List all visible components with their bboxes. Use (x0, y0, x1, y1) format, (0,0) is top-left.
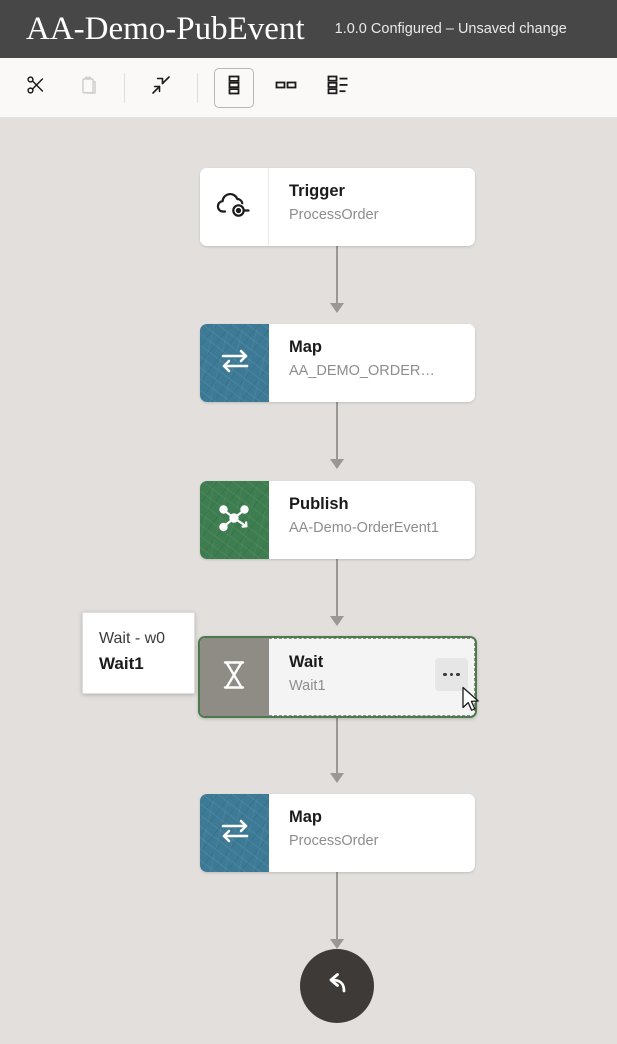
node-icon-panel (200, 168, 269, 246)
node-tooltip: Wait - w0 Wait1 (82, 612, 195, 694)
list-detail-icon (326, 74, 350, 101)
node-icon-panel (200, 324, 269, 402)
vertical-stack-icon (224, 74, 244, 101)
node-body: Map ProcessOrder (269, 794, 475, 872)
node-body: Wait Wait1 (269, 638, 475, 716)
flow-canvas[interactable]: Trigger ProcessOrder Map AA_DEMO_ORDER… (0, 118, 617, 1044)
connector-arrowhead (330, 303, 344, 313)
map-swap-icon (215, 814, 255, 853)
node-subtitle: AA_DEMO_ORDER… (289, 363, 435, 379)
node-title: Map (289, 808, 322, 826)
node-title: Map (289, 338, 322, 356)
node-subtitle: ProcessOrder (289, 207, 379, 223)
node-wait[interactable]: Wait Wait1 (198, 636, 477, 718)
node-body: Publish AA-Demo-OrderEvent1 (269, 481, 475, 559)
connector-map2-end (336, 871, 338, 939)
paste-button[interactable] (68, 68, 108, 108)
detail-layout-button[interactable] (318, 68, 358, 108)
connector-arrowhead (330, 773, 344, 783)
page-title: AA-Demo-PubEvent (26, 10, 305, 47)
node-icon-panel (200, 638, 269, 716)
hourglass-icon (219, 658, 249, 697)
toolbar-divider-1 (124, 72, 125, 103)
node-title: Trigger (289, 182, 345, 200)
tooltip-line-2: Wait1 (99, 654, 144, 673)
ellipsis-dot (443, 672, 447, 677)
title-bar: AA-Demo-PubEvent 1.0.0 Configured – Unsa… (0, 0, 617, 58)
node-subtitle: AA-Demo-OrderEvent1 (289, 520, 439, 536)
clipboard-icon (77, 74, 99, 101)
collapse-button[interactable] (141, 68, 181, 108)
node-icon-panel (200, 481, 269, 559)
mouse-cursor (461, 686, 481, 719)
node-title: Wait (289, 653, 324, 671)
node-overflow-menu-button[interactable] (435, 658, 468, 691)
status-text: 1.0.0 Configured – Unsaved change (334, 21, 567, 37)
horizontal-pair-icon (274, 77, 298, 98)
node-end[interactable] (300, 949, 374, 1023)
node-icon-panel (200, 794, 269, 872)
ellipsis-dot (456, 672, 460, 677)
compact-layout-button[interactable] (266, 68, 306, 108)
connector-arrowhead (330, 459, 344, 469)
node-body: Map AA_DEMO_ORDER… (269, 324, 475, 402)
connector-arrowhead (330, 939, 344, 949)
collapse-arrows-icon (149, 73, 173, 102)
connector-map1-publish (336, 401, 338, 459)
tooltip-line-1: Wait - w0 (99, 630, 166, 647)
connector-arrowhead (330, 616, 344, 626)
publish-network-icon (216, 501, 254, 540)
node-publish[interactable]: Publish AA-Demo-OrderEvent1 (200, 481, 475, 559)
cloud-trigger-icon (215, 188, 253, 227)
connector-trigger-map1 (336, 245, 338, 303)
ellipsis-dot (449, 672, 454, 677)
node-map-2[interactable]: Map ProcessOrder (200, 794, 475, 872)
connector-wait-map2 (336, 715, 338, 773)
scissors-icon (25, 74, 47, 101)
connector-publish-wait (336, 558, 338, 616)
node-title: Publish (289, 495, 349, 513)
node-map-1[interactable]: Map AA_DEMO_ORDER… (200, 324, 475, 402)
node-trigger[interactable]: Trigger ProcessOrder (200, 168, 475, 246)
map-swap-icon (215, 344, 255, 383)
node-body: Trigger ProcessOrder (269, 168, 475, 246)
toolbar-divider-2 (197, 72, 198, 103)
toolbar (0, 58, 617, 118)
node-subtitle: ProcessOrder (289, 833, 379, 849)
cut-button[interactable] (16, 68, 56, 108)
vertical-layout-button[interactable] (214, 67, 254, 108)
return-arrow-icon (319, 968, 355, 1005)
